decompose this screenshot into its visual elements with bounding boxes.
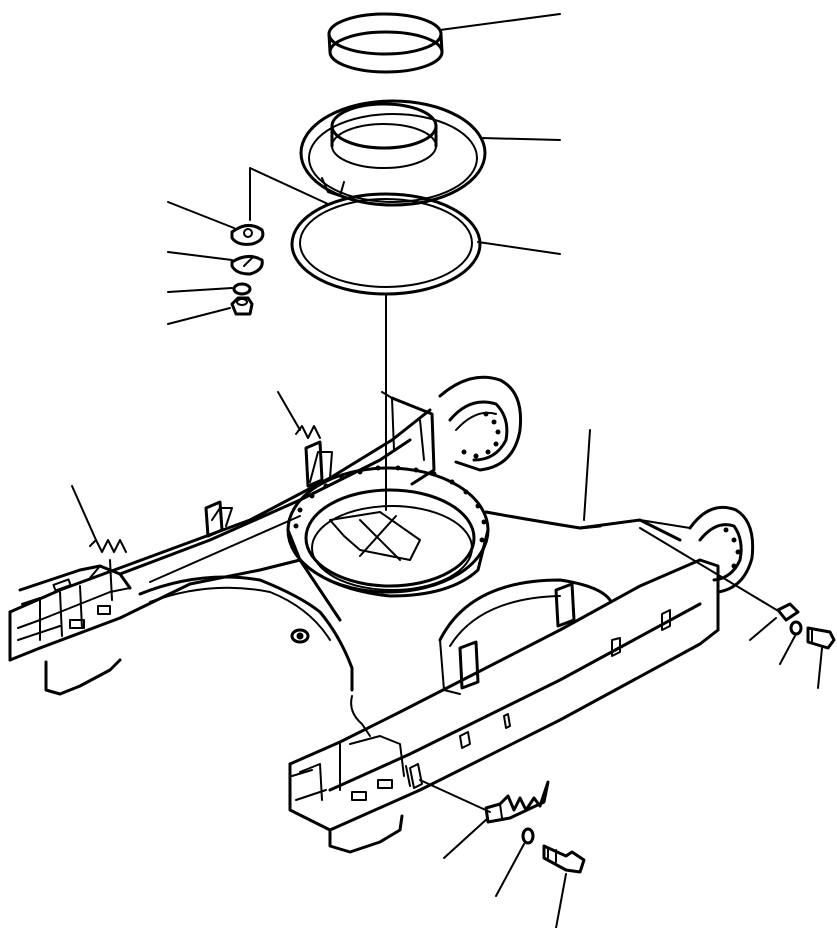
sprocket-bolts	[461, 411, 501, 459]
bolt-bottom	[542, 844, 586, 874]
track-frame-guard-line	[639, 527, 781, 613]
plate	[776, 602, 800, 622]
washer-right	[789, 620, 803, 636]
bracket-line	[249, 167, 329, 221]
swing-circle-bolts	[293, 465, 487, 543]
o-ring	[290, 192, 482, 296]
bolt-right	[806, 626, 836, 650]
cover-plate-2	[230, 255, 264, 276]
spring-washer	[232, 282, 252, 296]
track-guard-line	[419, 779, 491, 813]
bearing-seal	[299, 99, 487, 207]
track-guard	[484, 780, 550, 824]
nut	[230, 296, 254, 316]
washer-bottom	[521, 827, 535, 845]
idler-bolts	[723, 527, 741, 569]
leader-lines	[71, 13, 823, 928]
cover-plate-1	[230, 224, 265, 246]
retainer-ring	[327, 12, 444, 74]
track-frame	[8, 375, 755, 854]
